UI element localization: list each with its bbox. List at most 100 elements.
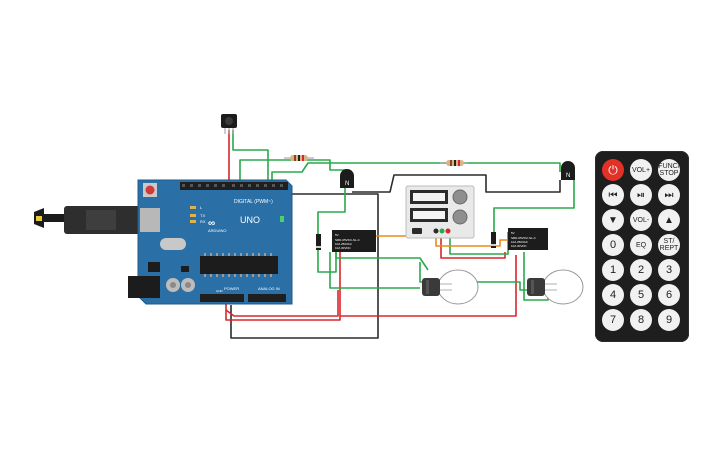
relay-2-text-1: 5V	[511, 231, 515, 235]
wire-red-lower-loop[interactable]	[225, 250, 341, 321]
relay-2-text-3: 10A 250VAC	[511, 240, 529, 244]
transistor-2-body	[561, 161, 575, 180]
brand-label: ARDUINO	[208, 228, 226, 233]
chip-pins	[204, 253, 272, 277]
led-l	[190, 206, 196, 209]
bulb-2-base-thread	[531, 280, 534, 294]
remote-num-4-button[interactable]: 4	[602, 284, 624, 306]
relay-1-text-3: 10A 250VAC	[335, 242, 353, 246]
wire-black-top-rail[interactable]	[352, 174, 561, 193]
remote-num-9-button[interactable]: 9	[658, 309, 680, 331]
ir-receiver[interactable]	[221, 114, 237, 134]
terminal-negative[interactable]	[433, 228, 439, 234]
digital-header-label: DIGITAL (PWM~)	[234, 199, 273, 205]
resistor-1-band-1	[294, 155, 296, 161]
remote-vol-down-button[interactable]: VOL-	[630, 209, 652, 231]
wire-green-signal-3[interactable]	[271, 162, 561, 182]
terminal-positive[interactable]	[445, 228, 451, 234]
remote-prev-button[interactable]: ⏮	[602, 184, 624, 206]
power-supply[interactable]	[405, 185, 475, 239]
relay-2-text-2: SRD-05VDC-SL-C	[511, 236, 537, 240]
usb-cable	[40, 214, 70, 222]
relay-1-text-1: 5V	[335, 233, 339, 237]
digital-header-pins	[182, 184, 283, 187]
remote-st-rept-button[interactable]: ST/ REPT	[658, 234, 680, 256]
arduino-logo: ∞	[208, 218, 215, 229]
power-header[interactable]	[200, 294, 244, 302]
power-supply-display-bottom-screen	[413, 211, 445, 219]
resistor-2-band-2	[454, 160, 456, 166]
remote-num-8-button[interactable]: 8	[630, 309, 652, 331]
crystal	[160, 238, 186, 250]
gnd-pin-label: GND	[216, 289, 224, 293]
power-supply-switch[interactable]	[412, 228, 422, 234]
remote-num-6-button[interactable]: 6	[658, 284, 680, 306]
diode-1-body	[316, 234, 321, 250]
wire-red-right-loop[interactable]	[340, 255, 517, 317]
relay-2[interactable]: 5V SRD-05VDC-SL-C 10A 250VAC 10A 30VDC	[508, 228, 548, 250]
remote-play-pause-button[interactable]: ⏯	[630, 184, 652, 206]
usb-jack	[140, 208, 160, 232]
diode-2-band	[491, 244, 496, 246]
led-on	[280, 216, 284, 222]
remote-next-button[interactable]: ⏭	[658, 184, 680, 206]
wire-green-signal-2[interactable]	[239, 159, 346, 182]
wire-green-lamp-3[interactable]	[335, 250, 429, 271]
wire-green-lamp-1[interactable]	[329, 252, 420, 289]
wire-red-supply[interactable]	[440, 236, 506, 259]
led-tx	[190, 214, 196, 217]
remote-num-7-button[interactable]: 7	[602, 309, 624, 331]
bulb-1-base	[422, 278, 440, 296]
voltage-knob[interactable]	[452, 189, 468, 205]
relay-1-text-2: SRD-05VDC-SL-C	[335, 238, 361, 242]
light-bulb-1[interactable]	[422, 269, 479, 305]
remote-num-2-button[interactable]: 2	[630, 259, 652, 281]
wire-green-signal-1[interactable]	[232, 130, 269, 180]
resistor-1[interactable]	[284, 155, 314, 161]
bulb-1-filament	[440, 283, 452, 291]
ir-receiver-dome	[225, 117, 233, 125]
led-rx	[190, 220, 196, 223]
bulb-2-glass	[542, 269, 584, 305]
remote-up-button[interactable]: ▲	[658, 209, 680, 231]
diode-1-band	[316, 246, 321, 248]
diode-1[interactable]	[316, 234, 321, 250]
remote-num-1-button[interactable]: 1	[602, 259, 624, 281]
power-jack	[128, 276, 160, 298]
remote-vol-up-button[interactable]: VOL+	[630, 159, 652, 181]
wire-orange-2[interactable]	[435, 236, 510, 247]
remote-func-stop-button[interactable]: FUNC/ STOP	[658, 159, 680, 181]
arduino-uno-board[interactable]: DIGITAL (PWM~) AREF L TX RX ∞ UNO ARDUIN…	[34, 169, 293, 305]
relay-2-body	[508, 228, 548, 250]
relay-1[interactable]: 5V SRD-05VDC-SL-C 10A 250VAC 10A 30VDC	[332, 230, 376, 252]
resistor-2[interactable]	[440, 160, 468, 166]
relay-1-text-4: 10A 30VDC	[335, 246, 352, 250]
remote-num-0-button[interactable]: 0	[602, 234, 624, 256]
remote-num-5-button[interactable]: 5	[630, 284, 652, 306]
light-bulb-2[interactable]	[527, 269, 584, 305]
remote-eq-button[interactable]: EQ	[630, 234, 652, 256]
power-supply-display-top-screen	[413, 193, 445, 201]
relay-2-text-4: 10A 30VDC	[511, 244, 528, 248]
power-header-label: POWER	[224, 286, 239, 291]
led-rx-label: RX	[200, 219, 206, 224]
transistor-2[interactable]: N	[561, 161, 575, 180]
remote-down-button[interactable]: ▼	[602, 209, 624, 231]
relay-1-body	[332, 230, 376, 252]
diode-2-body	[491, 232, 496, 248]
transistor-1-body	[340, 169, 354, 188]
wire-green-relay-1[interactable]	[317, 185, 346, 273]
current-knob[interactable]	[452, 209, 468, 225]
analog-header[interactable]	[248, 294, 286, 302]
transistor-1[interactable]: N	[340, 169, 354, 188]
diode-2[interactable]	[491, 232, 496, 248]
wire-green-relay-2[interactable]	[493, 180, 575, 232]
reset-button-cap[interactable]	[145, 185, 155, 195]
terminal-ground[interactable]	[439, 228, 445, 234]
transistor-2-label: N	[566, 173, 570, 179]
remote-num-3-button[interactable]: 3	[658, 259, 680, 281]
capacitor-2-top	[185, 282, 191, 288]
remote-power-button[interactable]: ⏻	[602, 159, 624, 181]
